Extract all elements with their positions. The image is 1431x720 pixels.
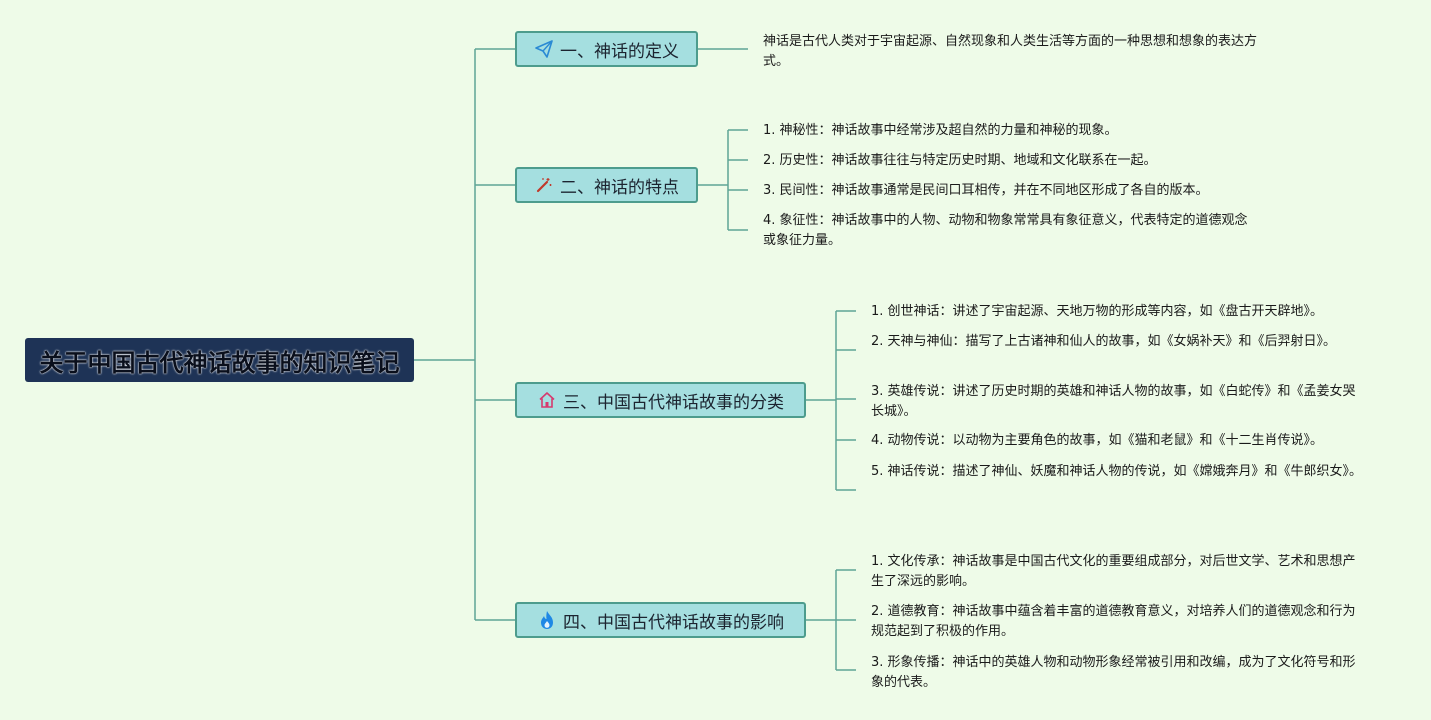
branch-title: 三、中国古代神话故事的分类 [563, 392, 784, 413]
leaf-influence-2[interactable]: 2. 道德教育：神话故事中蕴含着丰富的道德教育意义，对培养人们的道德观念和行为规… [871, 604, 1356, 639]
branch-title: 四、中国古代神话故事的影响 [563, 612, 784, 633]
leaf-classification-5[interactable]: 5. 神话传说：描述了神仙、妖魔和神话人物的传说，如《嫦娥奔月》和《牛郎织女》。 [871, 464, 1363, 479]
leaf-influence-1[interactable]: 1. 文化传承：神话故事是中国古代文化的重要组成部分，对后世文学、艺术和思想产生… [871, 554, 1356, 589]
branch-classification[interactable]: 三、中国古代神话故事的分类 [515, 382, 806, 418]
leaf-definition-1[interactable]: 神话是古代人类对于宇宙起源、自然现象和人类生活等方面的一种思想和想象的表达方式。 [763, 34, 1258, 69]
leaf-features-4[interactable]: 4. 象征性：神话故事中的人物、动物和物象常常具有象征意义，代表特定的道德观念或… [763, 213, 1248, 248]
leaf-classification-4[interactable]: 4. 动物传说：以动物为主要角色的故事，如《猫和老鼠》和《十二生肖传说》。 [871, 433, 1324, 448]
root-topic[interactable]: 关于中国古代神话故事的知识笔记 [25, 338, 414, 382]
magic-wand-icon [534, 175, 554, 195]
leaf-features-2[interactable]: 2. 历史性：神话故事往往与特定历史时期、地域和文化联系在一起。 [763, 153, 1157, 168]
paper-plane-icon [534, 39, 554, 59]
leaf-classification-1[interactable]: 1. 创世神话：讲述了宇宙起源、天地万物的形成等内容，如《盘古开天辟地》。 [871, 304, 1324, 319]
leaf-influence-3[interactable]: 3. 形象传播：神话中的英雄人物和动物形象经常被引用和改编，成为了文化符号和形象… [871, 655, 1356, 690]
home-icon [537, 390, 557, 410]
leaf-classification-2[interactable]: 2. 天神与神仙：描写了上古诸神和仙人的故事，如《女娲补天》和《后羿射日》。 [871, 334, 1337, 349]
branch-influence[interactable]: 四、中国古代神话故事的影响 [515, 602, 806, 638]
leaf-features-1[interactable]: 1. 神秘性：神话故事中经常涉及超自然的力量和神秘的现象。 [763, 123, 1118, 138]
branch-title: 二、神话的特点 [560, 177, 679, 198]
leaf-features-3[interactable]: 3. 民间性：神话故事通常是民间口耳相传，并在不同地区形成了各自的版本。 [763, 183, 1209, 198]
root-title: 关于中国古代神话故事的知识笔记 [39, 348, 400, 377]
branch-features[interactable]: 二、神话的特点 [515, 167, 698, 203]
flame-icon [537, 610, 557, 630]
leaf-classification-3[interactable]: 3. 英雄传说：讲述了历史时期的英雄和神话人物的故事，如《白蛇传》和《孟姜女哭长… [871, 384, 1356, 419]
branch-definition[interactable]: 一、神话的定义 [515, 31, 698, 67]
branch-title: 一、神话的定义 [560, 41, 679, 62]
